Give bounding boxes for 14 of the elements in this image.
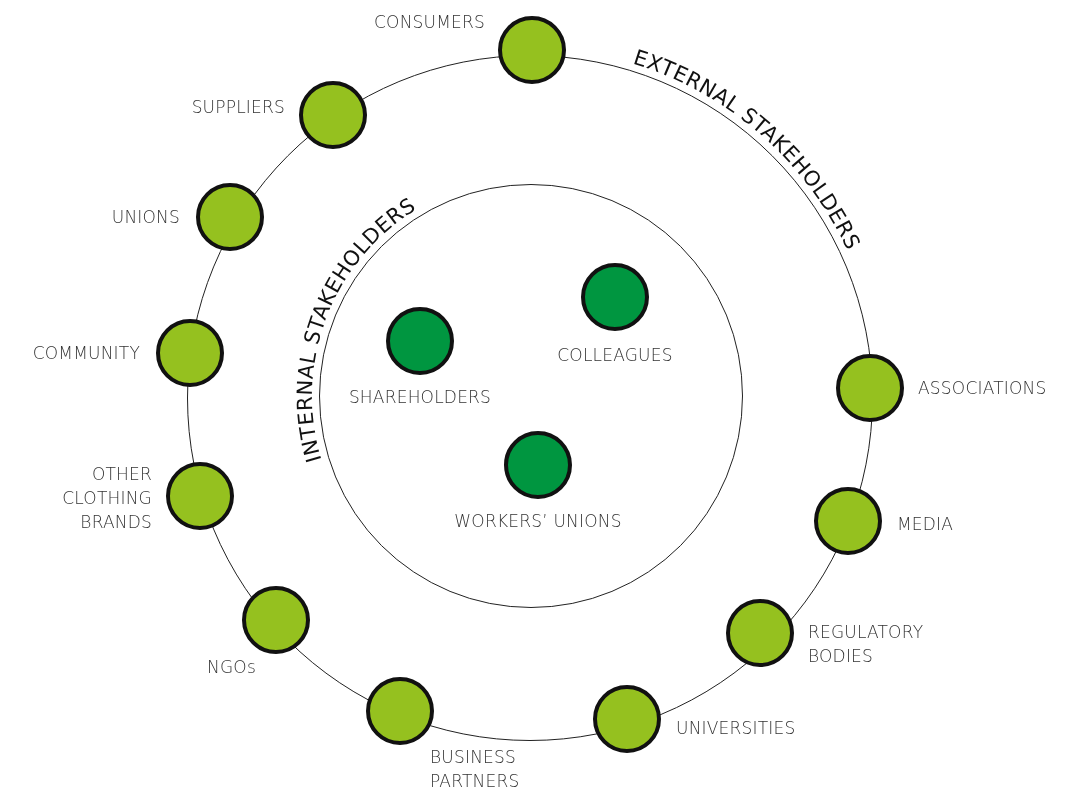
stakeholder-label: COLLEAGUES [556, 344, 674, 367]
stakeholder-label: BUSINESS PARTNERS [430, 746, 521, 791]
stakeholder-label: UNIVERSITIES [676, 717, 797, 740]
stakeholder-label: MEDIA [897, 513, 955, 536]
stakeholder-label: CONSUMERS [373, 11, 485, 34]
stakeholder-label: COMMUNITY [31, 342, 140, 365]
stakeholder-label: OTHER CLOTHING BRANDS [61, 463, 152, 534]
stakeholder-label: UNIONS [110, 206, 180, 229]
stakeholder-label: REGULATORY BODIES [808, 621, 925, 668]
stakeholder-label: ASSOCIATIONS [918, 377, 1048, 400]
stakeholder-label: WORKERS’ UNIONS [453, 510, 623, 533]
stakeholder-label: SHAREHOLDERS [347, 386, 493, 409]
stakeholder-label: SUPPLIERS [190, 96, 285, 119]
stakeholder-label: NGOs [206, 656, 256, 679]
